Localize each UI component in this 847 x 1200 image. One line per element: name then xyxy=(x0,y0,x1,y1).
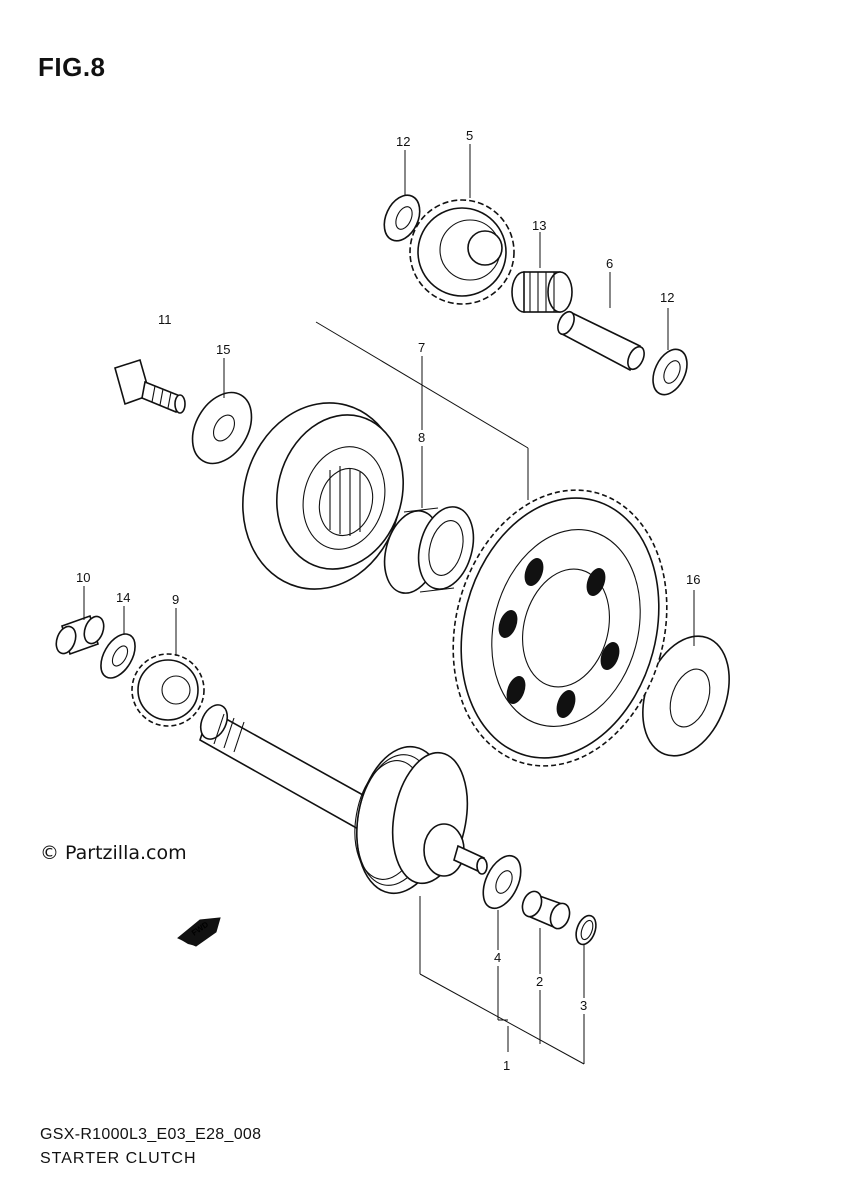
callout-13: 13 xyxy=(532,218,546,233)
starter-driven-gear xyxy=(452,489,668,767)
callout-12-lower: 12 xyxy=(660,290,674,305)
figure-title: FIG.8 xyxy=(38,52,106,82)
washer-12-upper xyxy=(383,194,421,242)
washer-15 xyxy=(191,391,253,465)
fwd-arrow-icon: FWD xyxy=(177,917,221,947)
callout-9: 9 xyxy=(172,592,179,607)
copyright-notice: © Partzilla.com xyxy=(40,842,187,864)
gear-5 xyxy=(409,199,515,305)
clutch-shaft xyxy=(199,704,374,832)
callout-14: 14 xyxy=(116,590,130,605)
bolt-11 xyxy=(114,358,186,414)
callout-5: 5 xyxy=(466,128,473,143)
washer-14 xyxy=(100,633,136,679)
callout-8: 8 xyxy=(418,430,425,445)
callout-10: 10 xyxy=(76,570,90,585)
shaft-6 xyxy=(557,310,645,372)
callout-11: 11 xyxy=(158,312,172,327)
gear-9 xyxy=(131,653,205,727)
callout-6: 6 xyxy=(606,256,613,271)
callout-1: 1 xyxy=(503,1058,510,1073)
callout-labels: 1 2 3 4 5 6 7 8 9 10 11 12 12 13 14 15 1… xyxy=(76,128,700,1073)
callout-7: 7 xyxy=(418,340,425,355)
callout-3: 3 xyxy=(580,998,587,1013)
starter-clutch-assembly-1 xyxy=(354,745,488,895)
model-code: GSX-R1000L3_E03_E28_008 xyxy=(40,1126,262,1143)
callout-16: 16 xyxy=(686,572,700,587)
needle-bearing-13 xyxy=(511,271,573,313)
washer-12-lower xyxy=(652,348,688,396)
callout-12-upper: 12 xyxy=(396,134,410,149)
leader-lines xyxy=(83,144,695,1065)
washer-4 xyxy=(482,854,522,910)
sleeve-10 xyxy=(55,614,105,656)
starter-clutch-housing-7 xyxy=(242,402,404,590)
collar-2 xyxy=(521,890,571,930)
callout-2: 2 xyxy=(536,974,543,989)
diagram-subtitle: STARTER CLUTCH xyxy=(40,1150,197,1167)
circlip-3 xyxy=(575,914,597,946)
callout-15: 15 xyxy=(216,342,230,357)
bearing-8 xyxy=(383,506,475,594)
callout-4: 4 xyxy=(494,950,501,965)
